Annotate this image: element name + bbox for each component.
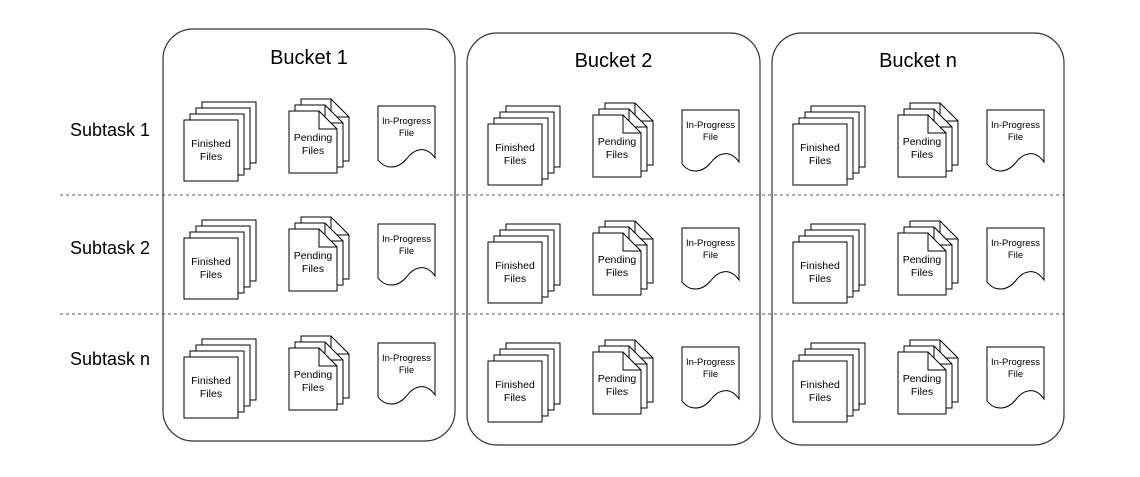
- in-progress-file-label: File: [399, 128, 414, 139]
- finished-files-label: Files: [504, 273, 526, 285]
- pending-files-label: Files: [606, 149, 628, 161]
- bucket-title: Bucket 1: [270, 47, 348, 69]
- finished-files-label: Files: [504, 392, 526, 404]
- in-progress-file-label: File: [703, 132, 718, 143]
- pending-files-label: Files: [911, 386, 933, 398]
- pending-files-label: Files: [302, 145, 324, 157]
- in-progress-file-label: In-Progress: [686, 120, 735, 131]
- in-progress-file-label: In-Progress: [991, 357, 1040, 368]
- in-progress-file-label: In-Progress: [991, 120, 1040, 131]
- pending-files-label: Pending: [903, 254, 942, 266]
- pending-files-label: Pending: [294, 132, 333, 144]
- subtask-label: Subtask 2: [70, 238, 150, 258]
- bucket-title: Bucket n: [879, 50, 957, 72]
- bucket: Bucket nFinishedFilesPendingFilesIn-Prog…: [771, 32, 1065, 446]
- in-progress-file-label: File: [1008, 369, 1023, 380]
- pending-files-label: Files: [302, 382, 324, 394]
- bucket-box: [162, 28, 456, 442]
- bucket-box: [771, 32, 1065, 446]
- pending-files-label: Files: [302, 263, 324, 275]
- in-progress-file-label: In-Progress: [382, 116, 431, 127]
- finished-files-label: Files: [809, 273, 831, 285]
- finished-files-label: Finished: [800, 142, 840, 154]
- pending-files-label: Files: [606, 386, 628, 398]
- subtask-label: Subtask 1: [70, 120, 150, 140]
- pending-files-label: Pending: [903, 373, 942, 385]
- finished-files-label: Finished: [191, 256, 231, 268]
- pending-files-label: Pending: [598, 136, 637, 148]
- in-progress-file-label: File: [399, 365, 414, 376]
- finished-files-label: Finished: [800, 260, 840, 272]
- pending-files-label: Pending: [598, 254, 637, 266]
- pending-files-label: Pending: [294, 369, 333, 381]
- in-progress-file-label: In-Progress: [686, 238, 735, 249]
- finished-files-label: Finished: [800, 379, 840, 391]
- bucket: Bucket 2FinishedFilesPendingFilesIn-Prog…: [466, 32, 761, 446]
- finished-files-label: Files: [809, 392, 831, 404]
- in-progress-file-label: In-Progress: [991, 238, 1040, 249]
- in-progress-file-label: File: [703, 369, 718, 380]
- bucket-box: [466, 32, 761, 446]
- finished-files-label: Finished: [495, 379, 535, 391]
- finished-files-label: Files: [809, 155, 831, 167]
- subtask-label: Subtask n: [70, 349, 150, 369]
- in-progress-file-label: File: [1008, 132, 1023, 143]
- finished-files-label: Files: [200, 269, 222, 281]
- in-progress-file-label: File: [1008, 250, 1023, 261]
- pending-files-label: Files: [911, 267, 933, 279]
- pending-files-label: Pending: [903, 136, 942, 148]
- finished-files-label: Files: [504, 155, 526, 167]
- finished-files-label: Files: [200, 388, 222, 400]
- pending-files-label: Pending: [598, 373, 637, 385]
- bucket: Bucket 1FinishedFilesPendingFilesIn-Prog…: [162, 28, 456, 442]
- finished-files-label: Finished: [191, 138, 231, 150]
- finished-files-label: Finished: [191, 375, 231, 387]
- pending-files-label: Files: [606, 267, 628, 279]
- finished-files-label: Finished: [495, 260, 535, 272]
- in-progress-file-label: In-Progress: [382, 353, 431, 364]
- in-progress-file-label: File: [399, 246, 414, 257]
- in-progress-file-label: In-Progress: [686, 357, 735, 368]
- pending-files-label: Files: [911, 149, 933, 161]
- in-progress-file-label: In-Progress: [382, 234, 431, 245]
- pending-files-label: Pending: [294, 250, 333, 262]
- in-progress-file-label: File: [703, 250, 718, 261]
- finished-files-label: Finished: [495, 142, 535, 154]
- bucket-title: Bucket 2: [575, 50, 653, 72]
- finished-files-label: Files: [200, 151, 222, 163]
